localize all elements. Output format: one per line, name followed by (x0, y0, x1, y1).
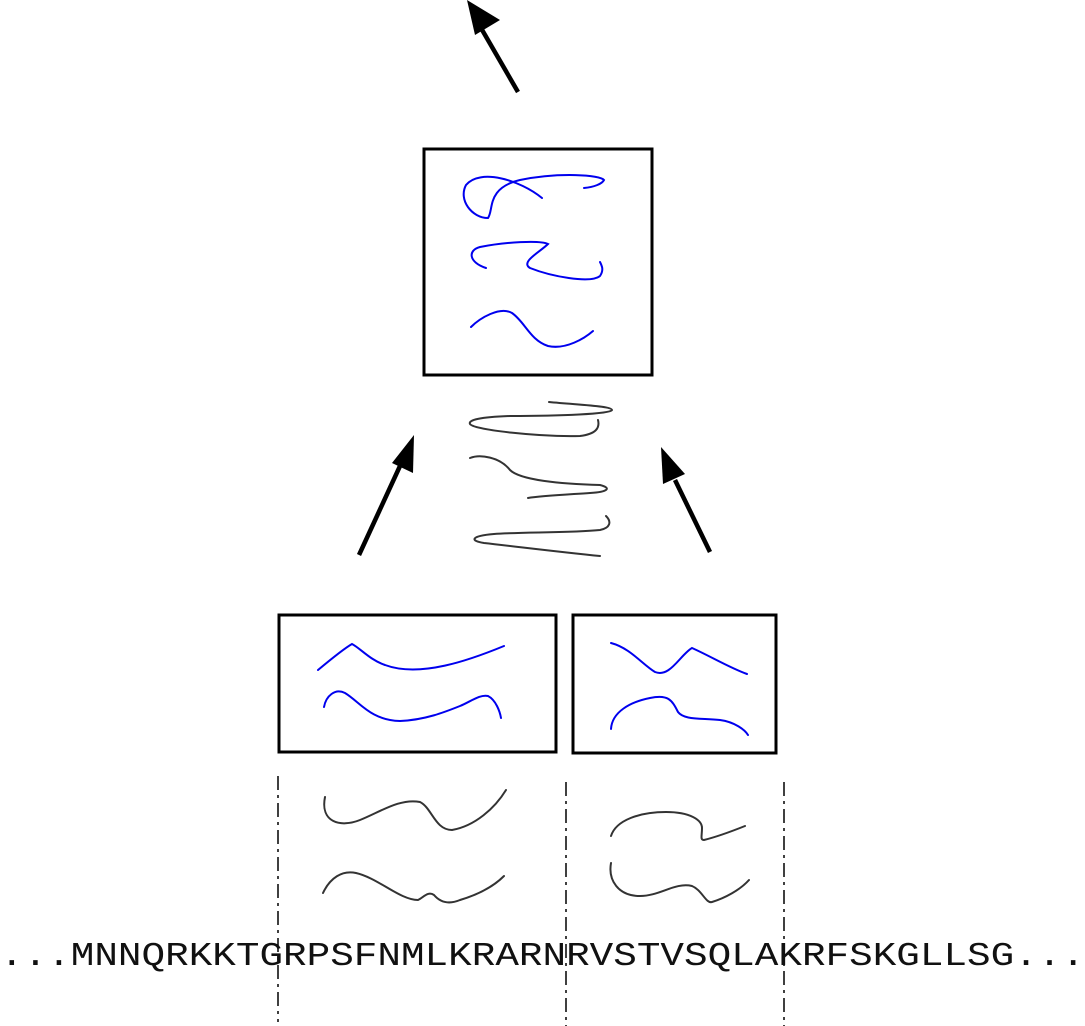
merge-arrow-right (661, 447, 713, 553)
combined-curve-2 (469, 455, 608, 499)
protein-sequence: ...MNNQRKKTGRPSFNMLKRARNRVSTVSQLAKRFSKGL… (0, 938, 1085, 976)
fragment-curves-segment-2 (609, 810, 750, 904)
left-box-curve-1 (317, 642, 505, 671)
merge-arrow-left (356, 435, 414, 556)
right-box-curve-2 (610, 695, 749, 736)
assembled-curve-2 (470, 240, 604, 281)
combined-curve-1 (468, 401, 614, 438)
segment-dividers (277, 776, 785, 1026)
fragment-box-right (571, 613, 778, 755)
segment-1-curve-1 (323, 789, 507, 832)
assembled-curve-1 (462, 174, 606, 220)
right-box-curve-1 (610, 642, 748, 675)
fragment-curves-segment-1 (322, 789, 507, 904)
assembled-curve-3 (470, 309, 594, 348)
segment-2-curve-1 (610, 810, 746, 842)
segment-1-curve-2 (322, 871, 505, 904)
combined-fragment-curves (468, 401, 614, 557)
segment-2-curve-2 (609, 862, 750, 904)
assembled-structure-curves (462, 174, 606, 348)
fragment-box-left-curves (317, 642, 505, 723)
fragment-box-left (277, 613, 558, 754)
combined-curve-3 (473, 515, 611, 557)
output-arrow (467, 0, 520, 94)
fragment-box-right-curves (610, 642, 749, 736)
left-box-curve-2 (323, 690, 502, 723)
assembled-structure-box (422, 147, 654, 377)
